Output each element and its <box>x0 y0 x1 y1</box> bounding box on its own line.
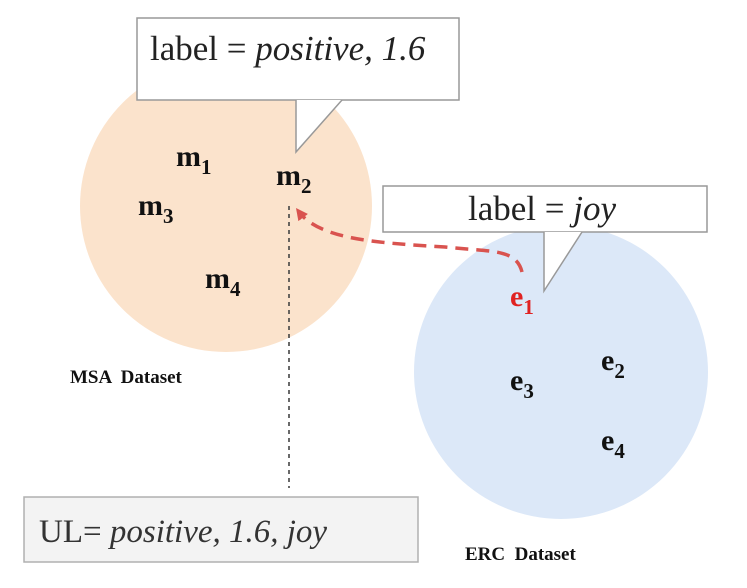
erc-dataset-label: ERC Dataset <box>465 544 576 565</box>
msa-callout-text: label = positive, 1.6 <box>150 29 426 68</box>
erc-node-e2: e2 <box>601 344 625 383</box>
erc-node-e4: e4 <box>601 424 625 463</box>
msa-node-m4: m4 <box>205 262 241 301</box>
msa-label-callout: label = positive, 1.6 <box>136 17 460 154</box>
msa-dataset-label: MSA Dataset <box>70 367 183 388</box>
msa-node-m2: m2 <box>276 159 312 198</box>
erc-dataset-circle <box>414 225 708 519</box>
erc-node-e1: e1 <box>510 280 534 319</box>
msa-node-m3: m3 <box>138 189 174 228</box>
unified-label-text: UL= positive, 1.6, joy <box>39 514 327 550</box>
msa-node-m1: m1 <box>176 140 212 179</box>
label-transfer-arrow <box>295 208 524 273</box>
erc-node-e3: e3 <box>510 364 534 403</box>
erc-label-callout: label = joy <box>382 185 708 294</box>
unified-label-box: UL= positive, 1.6, joy <box>23 496 419 563</box>
erc-callout-text: label = joy <box>468 189 616 228</box>
